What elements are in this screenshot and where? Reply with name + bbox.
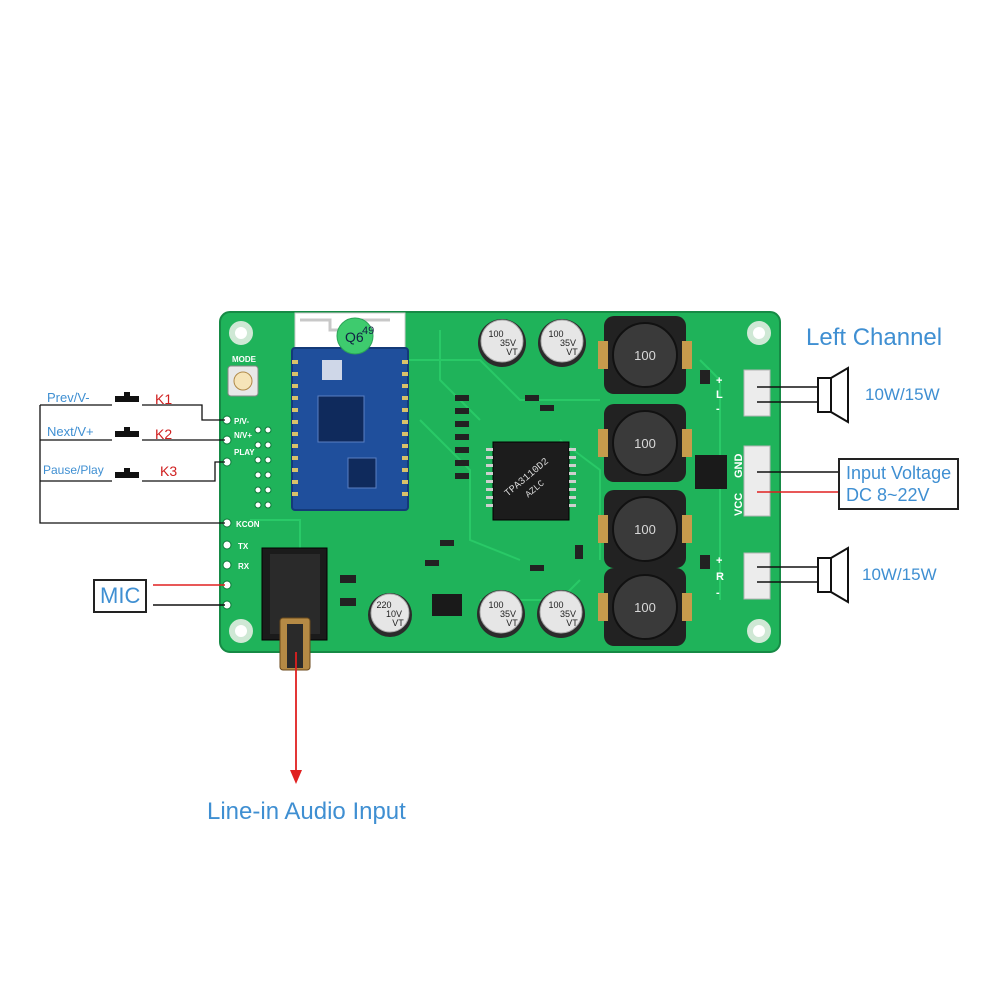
cap5-series: VT [392,618,404,628]
bluetooth-module [291,312,409,511]
cap3-value: 100 [488,600,503,610]
key-label-k3: K3 [160,463,178,479]
capacitors [368,319,586,638]
module-sticker-text: Q6 [345,329,364,345]
cap1-value: 100 [488,329,503,339]
inductors [598,316,692,646]
mounting-holes [229,321,771,643]
cap2-value: 100 [548,329,563,339]
right-speaker-wiring [757,566,820,583]
cap2-series: VT [566,347,578,357]
pin-label-l-minus: - [716,403,720,415]
left-speaker-icon [817,366,849,424]
pin-label-play: PLAY [234,448,255,457]
left-channel-title: Left Channel [806,324,943,351]
amplifier-chip [486,441,576,521]
pin-label-r-minus: - [716,587,720,599]
right-speaker-icon [817,546,849,604]
pin-label-tx: TX [238,542,249,551]
input-voltage-title: Input Voltage [846,463,952,483]
mic-label: MIC [93,579,148,613]
smd-components [340,370,727,616]
input-voltage-range: DC 8~22V [846,485,930,505]
line-in-arrow [290,652,302,784]
mode-push-button [227,365,259,397]
power-wiring [757,471,838,493]
pin-label-gnd: GND [733,454,745,479]
cap2-voltage: 35V [560,338,576,348]
cap5-voltage: 10V [386,609,402,619]
button-label-pause-play: Pause/Play [43,463,104,477]
inductor1-value: 100 [634,348,656,363]
button-label-next: Next/V+ [47,424,94,439]
key-label-k2: K2 [155,426,173,442]
pin-header-left [222,415,272,610]
key-label-k1: K1 [155,391,173,407]
speaker-terminals [743,369,771,600]
inductor4-value: 100 [634,600,656,615]
audio-jack [261,547,328,671]
pin-label-l-plus: + [716,375,722,387]
pin-label-r: R [716,571,724,583]
button-wiring [39,404,225,524]
cap1-series: VT [506,347,518,357]
left-speaker-wiring [757,386,820,403]
push-switch-symbols [115,392,139,478]
button-label-prev: Prev/V- [47,390,90,405]
cap4-value: 100 [548,600,563,610]
pin-label-l: L [716,389,723,401]
input-voltage-box: Input Voltage DC 8~22V [838,458,960,510]
cap3-series: VT [506,618,518,628]
cap5-value: 220 [376,600,391,610]
pin-label-pv: P/V- [234,417,249,426]
pin-label-rx: RX [238,562,250,571]
mic-wiring [153,584,225,606]
right-channel-power: 10W/15W [862,565,937,584]
pin-label-vcc: VCC [733,493,745,516]
module-id-text: 49 [362,325,374,337]
cap4-series: VT [566,618,578,628]
cap1-voltage: 35V [500,338,516,348]
inductor3-value: 100 [634,522,656,537]
pin-label-mode: MODE [232,355,257,364]
left-channel-power: 10W/15W [865,385,940,404]
line-in-label: Line-in Audio Input [207,798,406,825]
pin-label-r-plus: + [716,555,722,567]
inductor2-value: 100 [634,436,656,451]
pin-label-nv: N/V+ [234,431,252,440]
cap4-voltage: 35V [560,609,576,619]
cap3-voltage: 35V [500,609,516,619]
pin-label-kcon: KCON [236,520,260,529]
